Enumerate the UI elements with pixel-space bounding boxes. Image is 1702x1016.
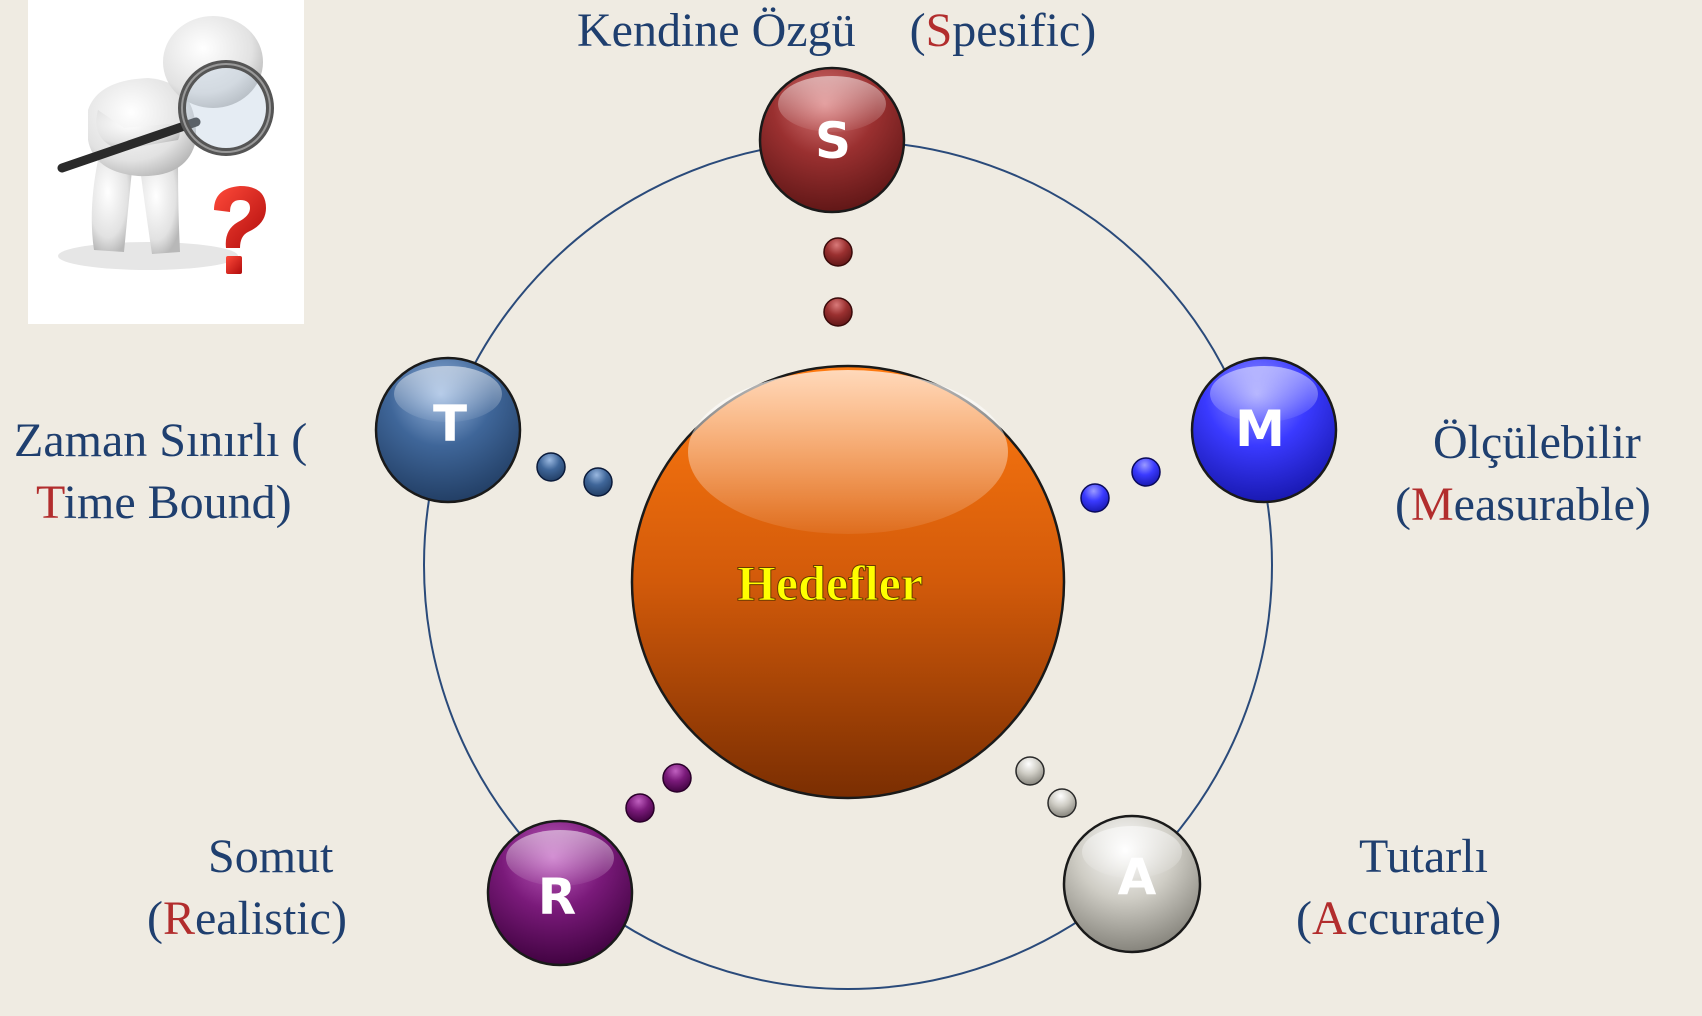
label-r-highlight: R — [162, 892, 195, 945]
node-s-letter: S — [815, 112, 851, 170]
label-t-line1: Zaman Sınırlı ( — [14, 414, 308, 467]
label-a-rest: ccurate) — [1346, 892, 1502, 945]
thumbnail-image — [28, 0, 304, 324]
label-s-rest: pesific) — [952, 4, 1097, 57]
label-m-highlight: M — [1410, 478, 1454, 531]
label-s-highlight: S — [925, 4, 953, 57]
connector-dots-r — [625, 763, 692, 823]
label-a-paren: ( — [1296, 892, 1312, 945]
node-r-letter: R — [538, 868, 577, 926]
node-m: M — [1190, 356, 1338, 504]
label-s-paren: ( — [909, 4, 926, 57]
label-r-paren: ( — [147, 892, 163, 945]
node-s: S — [758, 66, 906, 214]
label-a-highlight: A — [1311, 892, 1347, 945]
label-t-highlight: T — [36, 476, 64, 529]
center-node: Hedefler — [630, 364, 1066, 800]
label-r-rest: ealistic) — [195, 892, 347, 945]
label-m-rest: easurable) — [1453, 478, 1651, 531]
node-r: R — [486, 819, 634, 967]
label-spesific: Kendine Özgü (Spesific) — [577, 0, 1096, 62]
magnifier-question-figure-icon — [57, 16, 274, 274]
label-a-line1: Tutarlı — [1359, 830, 1488, 883]
node-a: A — [1062, 814, 1202, 954]
label-m-line1: Ölçülebilir — [1432, 416, 1641, 469]
connector-dots-s — [823, 237, 853, 327]
label-measurable: Ölçülebilir (Measurable) — [1395, 412, 1651, 536]
label-t-rest: ime Bound) — [63, 476, 292, 529]
label-m-paren: ( — [1395, 478, 1411, 531]
label-s-text: Kendine Özgü — [577, 4, 856, 57]
connector-dots-t — [536, 452, 613, 497]
node-t-letter: T — [433, 395, 467, 453]
label-realistic: Somut (Realistic) — [147, 830, 347, 950]
node-m-letter: M — [1235, 400, 1285, 458]
label-time-bound: Zaman Sınırlı ( Time Bound) — [14, 410, 307, 534]
node-a-letter: A — [1118, 848, 1157, 906]
center-label: Hedefler — [737, 555, 923, 611]
label-accurate: Tutarlı (Accurate) — [1296, 830, 1502, 950]
label-r-line1: Somut — [208, 830, 334, 883]
node-t: T — [374, 356, 522, 504]
connector-dots-m — [1080, 457, 1161, 513]
connector-dots-a — [1015, 756, 1077, 818]
